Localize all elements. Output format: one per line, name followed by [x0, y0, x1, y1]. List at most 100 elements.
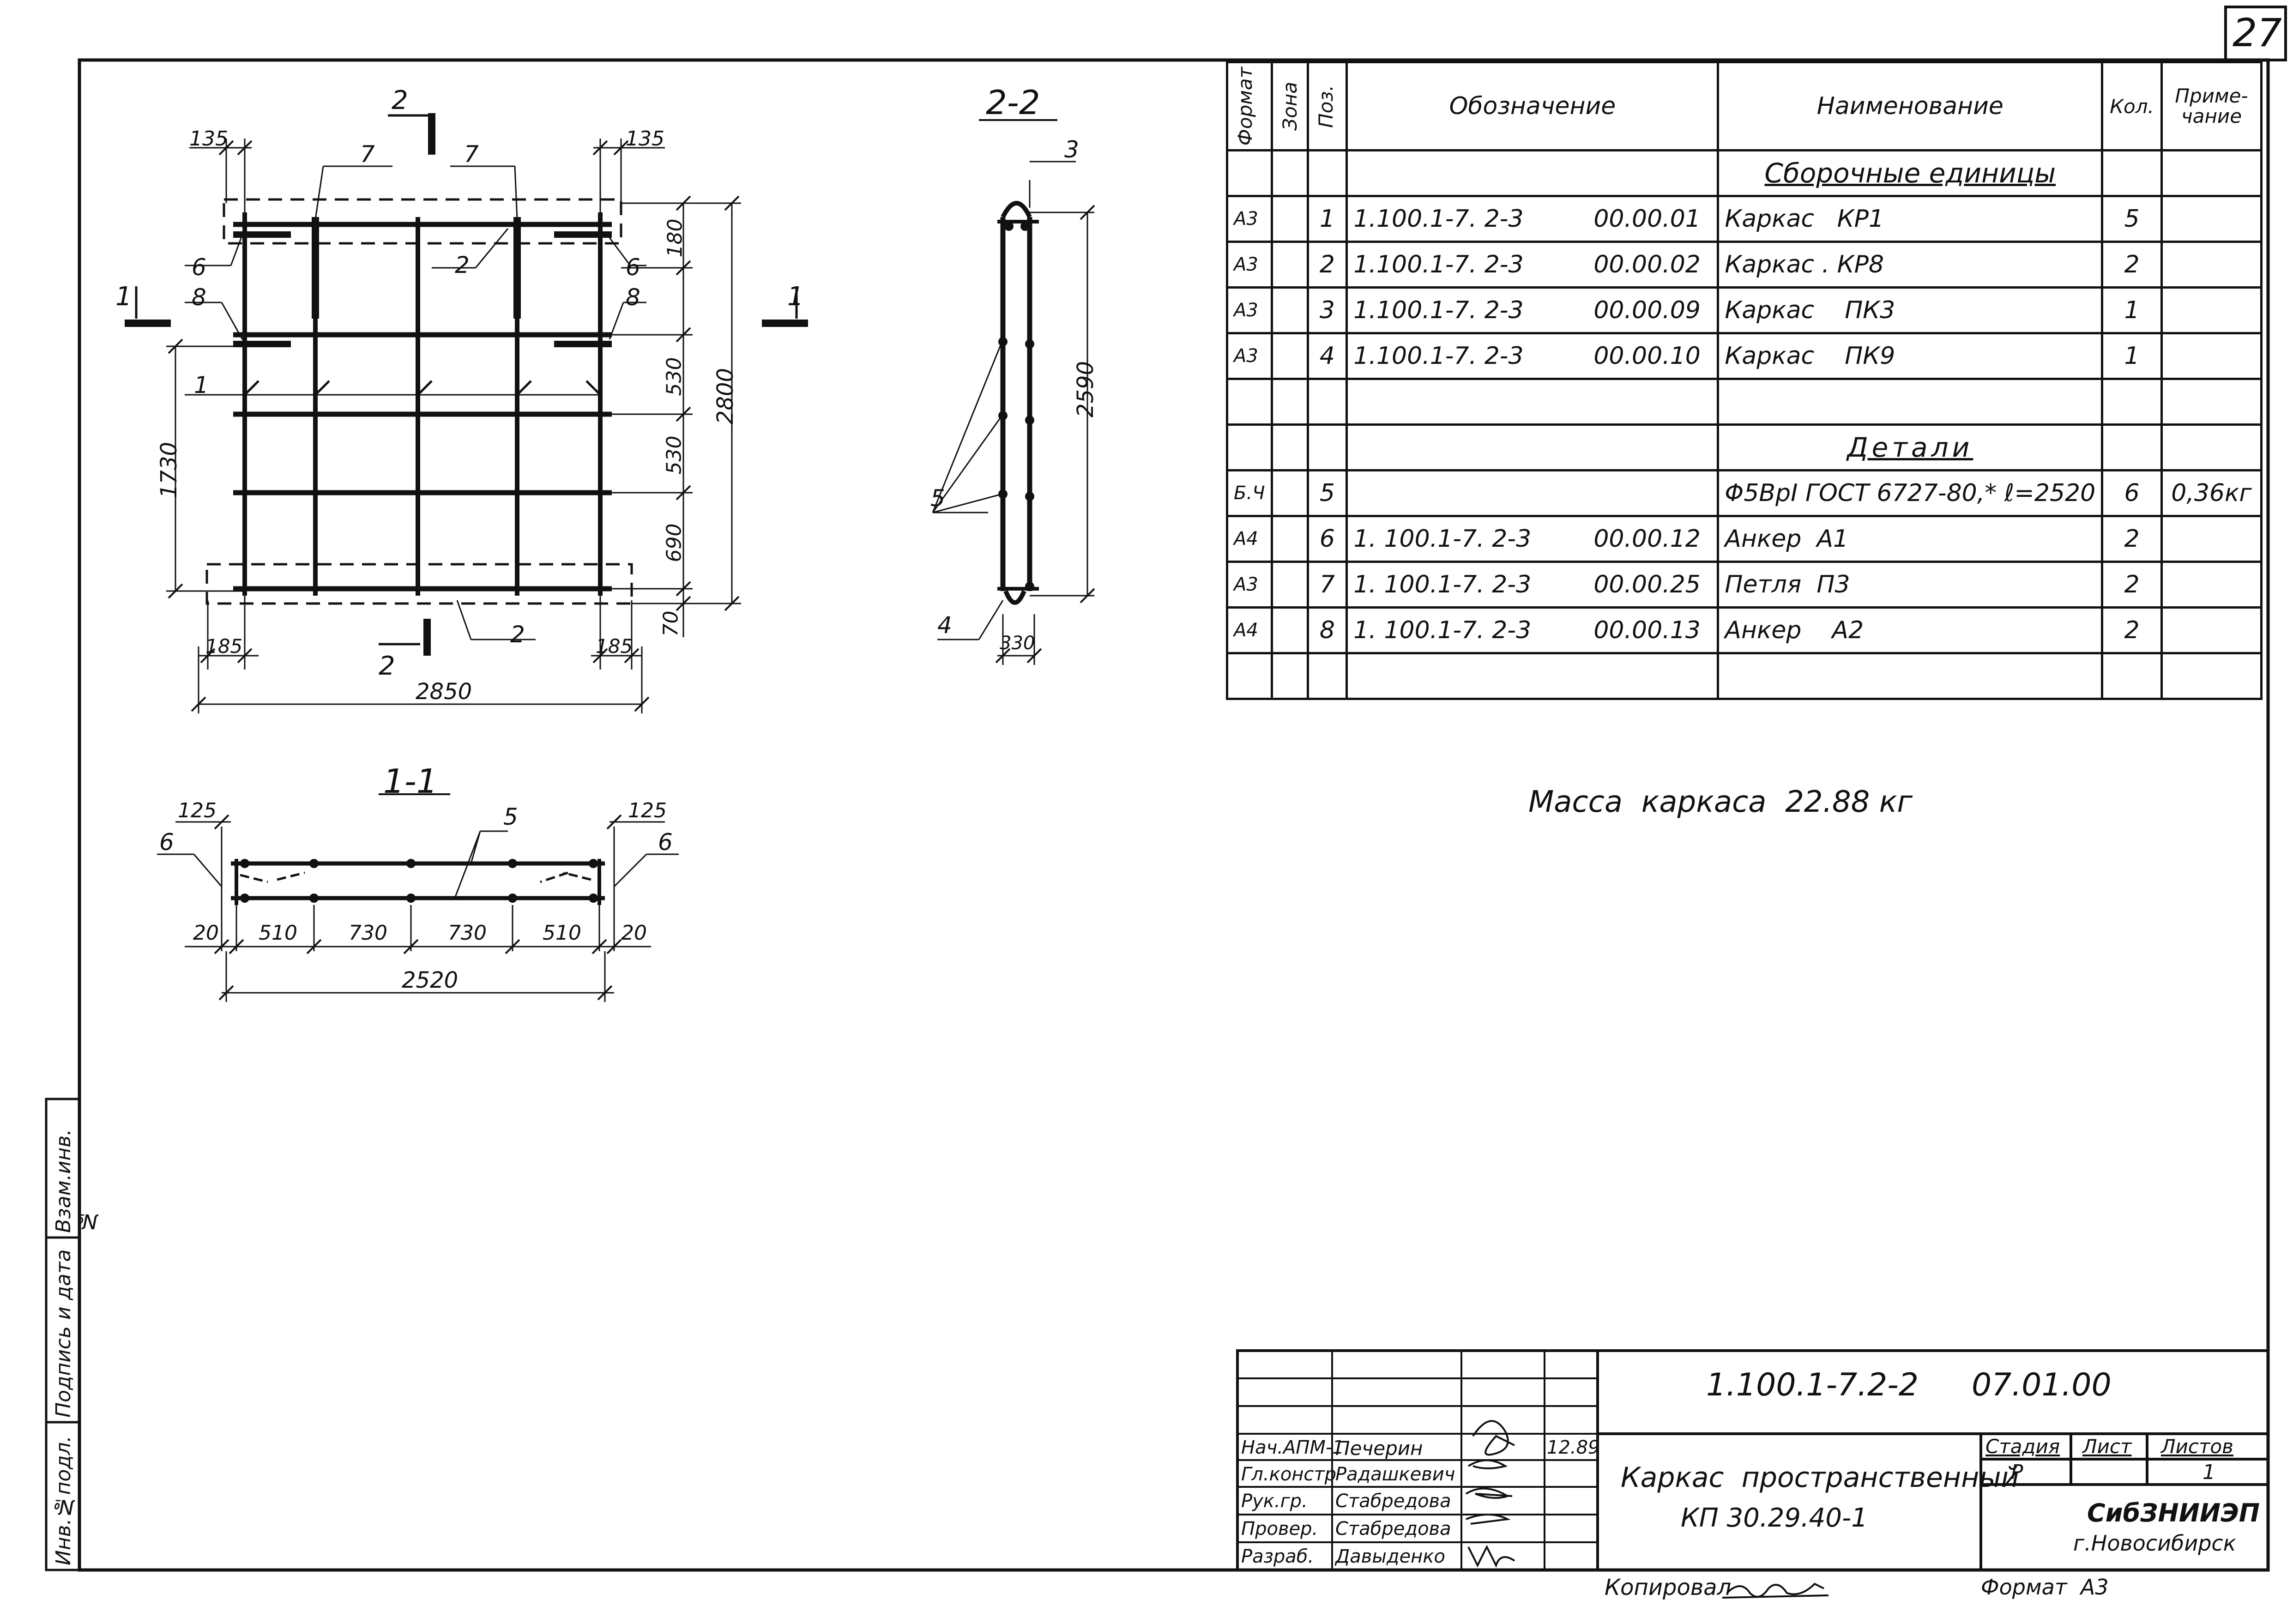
stage-label: Стадия	[1985, 1435, 2060, 1458]
pos-8-right: 8	[626, 284, 640, 311]
section-2-2	[932, 119, 1095, 665]
dim-185-left: 185	[205, 635, 243, 658]
cell-note	[2160, 606, 2263, 654]
cell-pos: 7	[1306, 561, 1348, 609]
cell-designation	[1346, 469, 1720, 517]
pos-6-left: 6	[192, 254, 206, 281]
designation-doc: 1.100.1-7. 2-3	[1353, 342, 1524, 370]
designation-doc: 1. 100.1-7. 2-3	[1353, 571, 1532, 598]
header-qty: Кол.	[2101, 61, 2163, 151]
sec22-pos-3: 3	[1064, 136, 1079, 163]
designation-doc: 1.100.1-7. 2-3	[1353, 205, 1524, 233]
sheets-label: Листов	[2161, 1435, 2233, 1458]
sec11-dim-125-left: 125	[178, 799, 217, 822]
person-name: Давыденко	[1335, 1546, 1445, 1567]
person-name: Радашкевич	[1335, 1464, 1455, 1485]
cell-zone	[1270, 561, 1309, 609]
sec11-dim-2520: 2520	[402, 967, 459, 993]
cell-pos: 2	[1306, 241, 1348, 289]
cell-name: Каркас ПК3	[1717, 286, 2104, 334]
dim-135-left: 135	[189, 127, 228, 151]
cut-label-2-top: 2	[392, 85, 408, 115]
section-assemblies-title: Сборочные единицы	[1717, 149, 2104, 197]
designation-code: 00.00.12	[1593, 525, 1701, 553]
cell-format: А3	[1226, 332, 1273, 380]
sec22-dim-330: 330	[1000, 633, 1035, 654]
sec22-pos-4: 4	[937, 612, 952, 639]
sec11-dim-510-left: 510	[259, 921, 297, 945]
copied-by-label: Копировал	[1605, 1575, 1732, 1600]
section-details-row: Детали	[1226, 423, 2263, 471]
sec11-dim-730-left: 730	[349, 921, 387, 945]
cell-qty: 6	[2101, 469, 2163, 517]
cell-note	[2160, 515, 2263, 563]
header-format: Формат	[1226, 61, 1273, 151]
pos-6-right: 6	[626, 254, 640, 281]
pos-2-bottom: 2	[510, 621, 525, 648]
designation-doc: 1.100.1-7. 2-3	[1353, 296, 1524, 324]
cell-zone	[1270, 241, 1309, 289]
cut-label-1-left: 1	[115, 282, 132, 312]
sec11-dim-125-right: 125	[628, 799, 667, 822]
cell-format: Б.Ч	[1226, 469, 1273, 517]
date-value: 12.89	[1547, 1437, 1600, 1458]
cell-note: 0,36кг	[2160, 469, 2263, 517]
section-2-2-title: 2-2	[986, 83, 1040, 122]
specification-table: Формат Зона Поз. Обозначение Наименовани…	[1226, 61, 2263, 700]
cell-format: А4	[1226, 515, 1273, 563]
cell-format: А4	[1226, 606, 1273, 654]
sec22-pos-5: 5	[930, 485, 945, 512]
cell-note	[2160, 241, 2263, 289]
cell-name: Анкер А2	[1717, 606, 2104, 654]
cell-pos: 1	[1306, 195, 1348, 243]
designation-doc: 1. 100.1-7. 2-3	[1353, 616, 1532, 644]
cell-zone	[1270, 332, 1309, 380]
cell-qty: 2	[2101, 241, 2163, 289]
sec11-dim-730-right: 730	[448, 921, 487, 945]
title-line-2: КП 30.29.40-1	[1681, 1503, 1868, 1533]
cell-name: Петля П3	[1717, 561, 2104, 609]
cell-name: Каркас КР1	[1717, 195, 2104, 243]
cell-note	[2160, 332, 2263, 380]
designation-code: 00.00.09	[1593, 296, 1701, 324]
cell-note	[2160, 561, 2263, 609]
cell-qty: 2	[2101, 515, 2163, 563]
copier-signature	[1722, 1582, 1829, 1599]
cell-name: Каркас ПК9	[1717, 332, 2104, 380]
designation-code: 00.00.02	[1593, 251, 1701, 278]
header-zone: Зона	[1270, 61, 1309, 151]
header-designation: Обозначение	[1346, 61, 1720, 151]
cut-label-1-right: 1	[787, 282, 804, 312]
sec11-dim-20-left: 20	[193, 921, 219, 945]
doc-number: 1.100.1-7.2-2	[1706, 1367, 1919, 1403]
header-name: Наименование	[1717, 61, 2104, 151]
person-role: Разраб.	[1241, 1546, 1314, 1567]
cell-pos: 5	[1306, 469, 1348, 517]
pos-7a: 7	[360, 141, 375, 168]
org-city: г.Новосибирск	[2073, 1531, 2236, 1556]
dim-185-right: 185	[596, 635, 633, 658]
cell-format: А3	[1226, 286, 1273, 334]
stage-value: Р	[2011, 1461, 2023, 1484]
pos-8-left: 8	[192, 284, 206, 311]
section-details-title: Детали	[1717, 423, 2104, 471]
cell-zone	[1270, 195, 1309, 243]
cell-name: Анкер А1	[1717, 515, 2104, 563]
cell-qty: 2	[2101, 561, 2163, 609]
person-name: Печерин	[1335, 1437, 1423, 1460]
cell-format: А3	[1226, 241, 1273, 289]
cell-designation: 1.100.1-7. 2-3 00.00.09	[1346, 286, 1720, 334]
spacer-row	[1226, 378, 2263, 426]
